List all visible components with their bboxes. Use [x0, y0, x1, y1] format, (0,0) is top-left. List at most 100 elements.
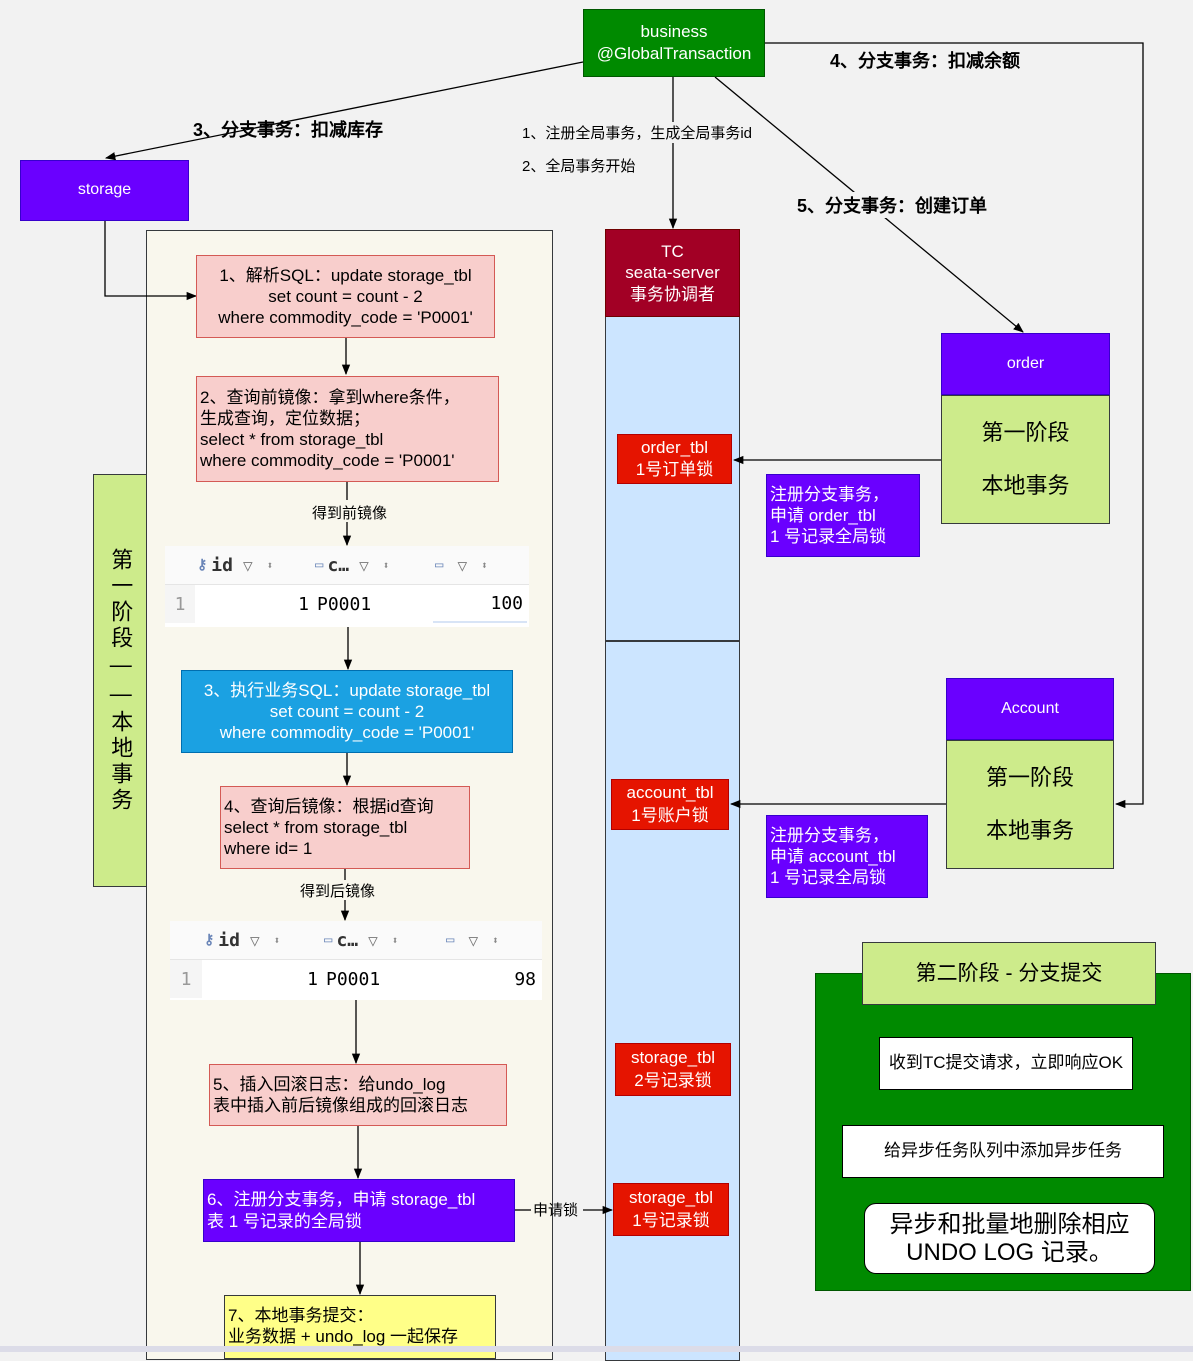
label-deduct-balance: 4、分支事务：扣减余额 — [830, 51, 1021, 71]
lock-storage2-table: storage_tbl — [630, 1048, 716, 1068]
order-node: order — [941, 333, 1110, 395]
bottom-border — [0, 1346, 1193, 1352]
lock-storage1-table: storage_tbl — [628, 1188, 714, 1208]
account-label: Account — [1001, 699, 1059, 717]
register-account-line: 注册分支事务， — [770, 825, 889, 845]
row-number: 1 — [170, 960, 202, 998]
sort-icon[interactable]: ⬍ — [266, 558, 274, 572]
business-node: business @GlobalTransaction — [583, 9, 765, 77]
filter-icon[interactable]: ▽ — [359, 555, 369, 575]
label-deduct-stock: 3、分支事务：扣减库存 — [193, 120, 384, 140]
sort-icon[interactable]: ⬍ — [391, 933, 399, 947]
step-6-register-branch: 6、注册分支事务，申请 storage_tbl 表 1 号记录的全局锁 — [203, 1179, 515, 1242]
step-2-before-image: 2、查询前镜像：拿到where条件， 生成查询，定位数据； select * f… — [196, 376, 499, 482]
after-table-header: ⚷id▽⬍ ▭c…▽⬍ ▭▽⬍ — [170, 921, 542, 960]
account-phase1: 第一阶段 本地事务 — [946, 740, 1114, 869]
order-label: order — [1006, 354, 1045, 372]
step1-line: set count = count - 2 — [268, 286, 423, 306]
sort-icon[interactable]: ⬍ — [481, 558, 488, 572]
order-phase1-subtitle: 本地事务 — [981, 472, 1070, 498]
lock-storage-1: storage_tbl 1号记录锁 — [613, 1183, 729, 1236]
column-count[interactable]: ▭ ▽ ⬍ — [446, 931, 542, 950]
step4-line: select * from storage_tbl — [224, 817, 408, 837]
business-annotation: @GlobalTransaction — [596, 44, 752, 63]
tc-node: TC seata-server 事务协调者 — [605, 229, 740, 317]
column-icon: ▭ — [324, 932, 333, 948]
column-count[interactable]: ▭ ▽ ⬍ — [435, 556, 529, 575]
key-column-icon: ⚷ — [197, 557, 208, 573]
step-4-after-image: 4、查询后镜像：根据id查询 select * from storage_tbl… — [220, 786, 470, 869]
register-account-note: 注册分支事务， 申请 account_tbl 1 号记录全局锁 — [766, 815, 928, 898]
step4-line: 4、查询后镜像：根据id查询 — [224, 796, 434, 816]
filter-icon[interactable]: ▽ — [457, 555, 468, 575]
sort-icon[interactable]: ⬍ — [382, 558, 390, 572]
step2-line: select * from storage_tbl — [200, 430, 384, 449]
cell-id[interactable]: 1 — [307, 968, 318, 990]
filter-icon[interactable]: ▽ — [468, 930, 479, 950]
step1-line: 1、解析SQL：update storage_tbl — [219, 265, 472, 285]
label-after-image: 得到后镜像 — [300, 883, 376, 900]
cell-count[interactable]: 98 — [514, 968, 536, 990]
filter-icon[interactable]: ▽ — [368, 930, 378, 950]
column-code[interactable]: ▭c…▽⬍ — [315, 555, 435, 576]
step7-line: 7、本地事务提交： — [228, 1306, 374, 1325]
lock-order: order_tbl 1号订单锁 — [617, 434, 732, 484]
account-phase1-subtitle: 本地事务 — [985, 817, 1074, 843]
register-order-note: 注册分支事务， 申请 order_tbl 1 号记录全局锁 — [766, 474, 920, 557]
table-row[interactable]: 1 1 P0001 98 — [170, 960, 542, 998]
edge-storage-to-step1 — [104, 221, 198, 301]
step-3-execute-sql: 3、执行业务SQL：update storage_tbl set count =… — [181, 670, 513, 753]
lock-storage-2: storage_tbl 2号记录锁 — [615, 1043, 731, 1096]
phase2-step-respond-ok: 收到TC提交请求，立即响应OK — [879, 1037, 1133, 1090]
order-phase1: 第一阶段 本地事务 — [941, 395, 1110, 524]
column-id[interactable]: ⚷id ▽ ⬍ — [197, 555, 315, 576]
phase2-step-text: 给异步任务队列中添加异步任务 — [884, 1141, 1122, 1161]
step5-line: 5、插入回滚日志：给undo_log — [213, 1074, 446, 1094]
column-icon: ▭ — [435, 557, 444, 573]
lock-order-desc: 1号订单锁 — [635, 460, 714, 479]
before-table-header: ⚷id▽⬍ ▭c…▽⬍ ▭▽⬍ — [165, 546, 529, 585]
lock-account-table: account_tbl — [626, 783, 714, 803]
lock-account: account_tbl 1号账户锁 — [611, 779, 729, 830]
step2-line: 生成查询，定位数据； — [200, 408, 370, 428]
register-account-line: 1 号记录全局锁 — [770, 868, 887, 888]
order-phase1-title: 第一阶段 — [981, 419, 1070, 445]
step1-line: where commodity_code = 'P0001' — [218, 308, 473, 328]
edge-deduct-stock — [104, 61, 584, 161]
filter-icon[interactable]: ▽ — [242, 555, 253, 575]
cell-count[interactable]: 100 — [433, 585, 527, 623]
cell-code[interactable]: P0001 — [326, 968, 381, 990]
register-order-line: 申请 order_tbl — [770, 505, 876, 525]
filter-icon[interactable]: ▽ — [249, 930, 260, 950]
table-row[interactable]: 1 1 P0001 100 — [165, 585, 529, 623]
lock-storage2-desc: 2号记录锁 — [634, 1070, 712, 1090]
sort-icon[interactable]: ⬍ — [273, 933, 281, 947]
phase2-step-text: 收到TC提交请求，立即响应OK — [888, 1053, 1124, 1073]
column-id-label: id — [218, 929, 240, 951]
after-image-table: ⚷id▽⬍ ▭c…▽⬍ ▭▽⬍ 1 1 P0001 98 — [170, 921, 542, 1000]
column-icon: ▭ — [446, 932, 455, 948]
phase1-vertical-label: 第一阶段——本地事务 — [93, 474, 147, 887]
step4-line: where id= 1 — [224, 839, 313, 859]
cell-code[interactable]: P0001 — [317, 593, 372, 615]
phase2-step-delete-undo: 异步和批量地删除相应 UNDO LOG 记录。 — [864, 1203, 1155, 1274]
phase2-step-text: 异步和批量地删除相应 — [889, 1210, 1130, 1238]
label-apply-lock: 申请锁 — [533, 1202, 579, 1219]
sort-icon[interactable]: ⬍ — [492, 933, 499, 947]
lock-account-desc: 1号账户锁 — [631, 805, 709, 825]
account-phase1-title: 第一阶段 — [985, 764, 1074, 790]
lock-order-table: order_tbl — [640, 437, 709, 457]
edge-deduct-balance — [765, 42, 1144, 809]
column-id[interactable]: ⚷id▽⬍ — [204, 930, 324, 951]
step-5-insert-undo-log: 5、插入回滚日志：给undo_log 表中插入前后镜像组成的回滚日志 — [209, 1064, 507, 1126]
column-code-label: c… — [336, 929, 359, 951]
register-account-line: 申请 account_tbl — [770, 846, 896, 866]
step6-line: 6、注册分支事务，申请 storage_tbl — [207, 1190, 476, 1210]
cell-id[interactable]: 1 — [298, 593, 309, 615]
step3-line: 3、执行业务SQL：update storage_tbl — [203, 680, 491, 700]
column-code[interactable]: ▭c… ▽ ⬍ — [324, 930, 446, 951]
row-number: 1 — [165, 585, 195, 623]
label-global-begin: 2、全局事务开始 — [522, 158, 636, 175]
column-id-label: id — [211, 554, 233, 576]
phase2-step-text: UNDO LOG 记录。 — [906, 1238, 1113, 1266]
